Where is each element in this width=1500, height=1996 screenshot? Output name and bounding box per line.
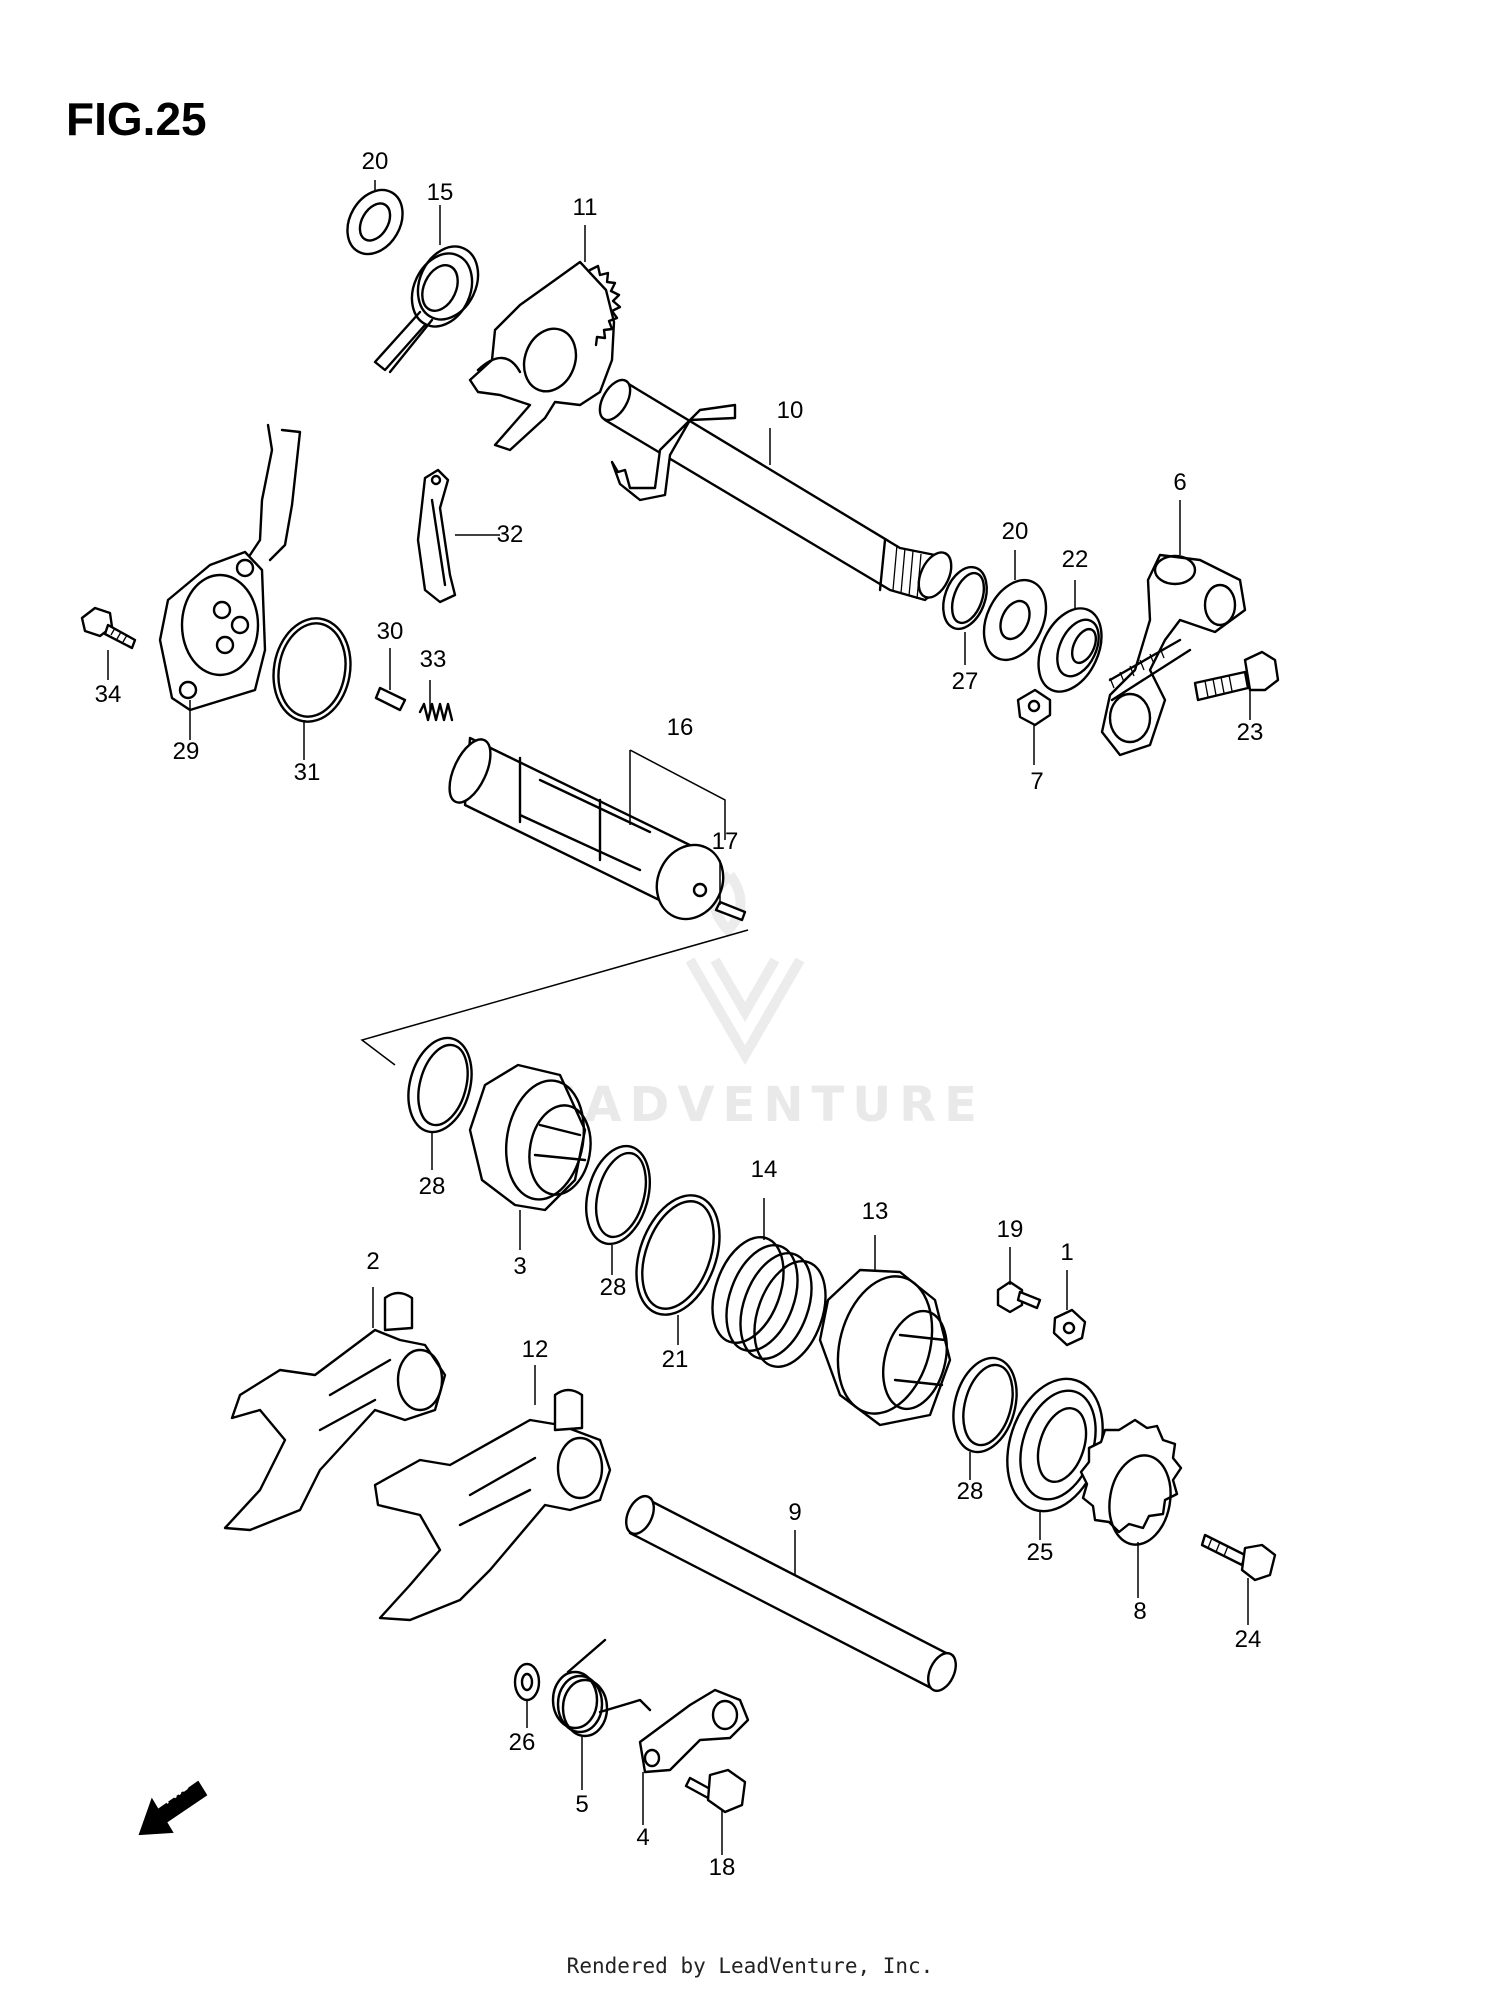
callout-9: 9 xyxy=(788,1499,802,1526)
pin-30 xyxy=(374,686,407,712)
callout-29: 29 xyxy=(172,738,200,765)
nut-7 xyxy=(1016,688,1052,727)
callout-19: 19 xyxy=(996,1216,1024,1243)
circlip-28-a xyxy=(407,1036,473,1134)
return-spring-15 xyxy=(373,245,480,374)
callout-16: 16 xyxy=(666,714,694,741)
cam-stopper-4 xyxy=(638,1688,750,1774)
washer-20-top xyxy=(346,188,404,256)
figure-title: FIG.25 xyxy=(66,93,207,145)
gearshift-fork-12 xyxy=(373,1388,612,1622)
callout-28-c: 28 xyxy=(956,1478,984,1505)
callout-17: 17 xyxy=(711,828,739,855)
spring-5 xyxy=(551,1638,652,1738)
spring-14 xyxy=(711,1235,827,1369)
cam-assembly-bracket xyxy=(629,749,726,840)
bolt-23 xyxy=(1193,650,1280,702)
gearshift-fork-2 xyxy=(223,1291,447,1532)
callout-34: 34 xyxy=(94,681,122,708)
leader-lines xyxy=(107,180,1251,1855)
callout-13: 13 xyxy=(861,1198,889,1225)
callout-30: 30 xyxy=(376,618,404,645)
callout-20-top: 20 xyxy=(361,148,389,175)
callout-4: 4 xyxy=(636,1824,650,1851)
o-ring-31 xyxy=(272,617,352,723)
callout-8: 8 xyxy=(1133,1598,1147,1625)
callout-18: 18 xyxy=(708,1854,736,1881)
fwd-arrow-icon xyxy=(138,1780,208,1836)
circlip-28-b xyxy=(585,1144,651,1246)
callout-10: 10 xyxy=(776,397,804,424)
callout-1: 1 xyxy=(1060,1239,1074,1266)
callout-2: 2 xyxy=(366,1248,380,1275)
fork-shaft-9 xyxy=(625,1494,957,1693)
callout-3: 3 xyxy=(513,1253,527,1280)
gearshift-cam-guide-3 xyxy=(468,1063,592,1212)
gear-position-switch-29 xyxy=(158,423,302,712)
callout-27: 27 xyxy=(951,668,979,695)
circlip-27 xyxy=(942,565,988,631)
washer-1 xyxy=(1052,1308,1087,1347)
cam-driven-gear-8 xyxy=(1079,1418,1183,1546)
callout-28-b: 28 xyxy=(599,1274,627,1301)
gearshift-cam-16 xyxy=(448,736,725,921)
callout-32: 32 xyxy=(496,521,524,548)
bearing-25 xyxy=(1006,1377,1104,1513)
screw-19 xyxy=(996,1280,1042,1314)
callout-7: 7 xyxy=(1030,768,1044,795)
oil-seal-22 xyxy=(1037,607,1103,693)
gearshift-cam-guide-13 xyxy=(818,1268,952,1427)
bolt-24 xyxy=(1200,1533,1277,1582)
stopper-plate-32 xyxy=(416,468,457,604)
callout-23: 23 xyxy=(1236,719,1264,746)
callout-5: 5 xyxy=(575,1791,589,1818)
pin-17 xyxy=(714,900,747,922)
render-credit: Rendered by LeadVenture, Inc. xyxy=(566,1954,934,1978)
callout-28-a: 28 xyxy=(418,1173,446,1200)
callout-20-right: 20 xyxy=(1001,518,1029,545)
callout-14: 14 xyxy=(750,1156,778,1183)
callout-22: 22 xyxy=(1061,546,1089,573)
callout-6: 6 xyxy=(1173,469,1187,496)
circlip-28-c xyxy=(952,1356,1018,1454)
washer-20-right xyxy=(982,578,1048,662)
callout-11: 11 xyxy=(572,194,598,221)
bolt-18 xyxy=(684,1768,747,1814)
callout-12: 12 xyxy=(521,1336,549,1363)
gearshift-shaft-10 xyxy=(598,378,953,602)
callout-25: 25 xyxy=(1026,1539,1054,1566)
callout-31: 31 xyxy=(293,759,321,786)
shift-lever-6 xyxy=(1100,553,1247,757)
washer-26 xyxy=(513,1662,541,1702)
callout-15: 15 xyxy=(426,179,454,206)
spring-33 xyxy=(418,702,454,722)
bolt-34 xyxy=(80,606,137,650)
callout-33: 33 xyxy=(419,646,447,673)
callout-21: 21 xyxy=(661,1346,689,1373)
washer-21 xyxy=(635,1194,721,1316)
callout-24: 24 xyxy=(1234,1626,1262,1653)
gearshift-arm-11 xyxy=(468,260,622,452)
section-divider xyxy=(360,929,749,1066)
callout-26: 26 xyxy=(508,1729,536,1756)
